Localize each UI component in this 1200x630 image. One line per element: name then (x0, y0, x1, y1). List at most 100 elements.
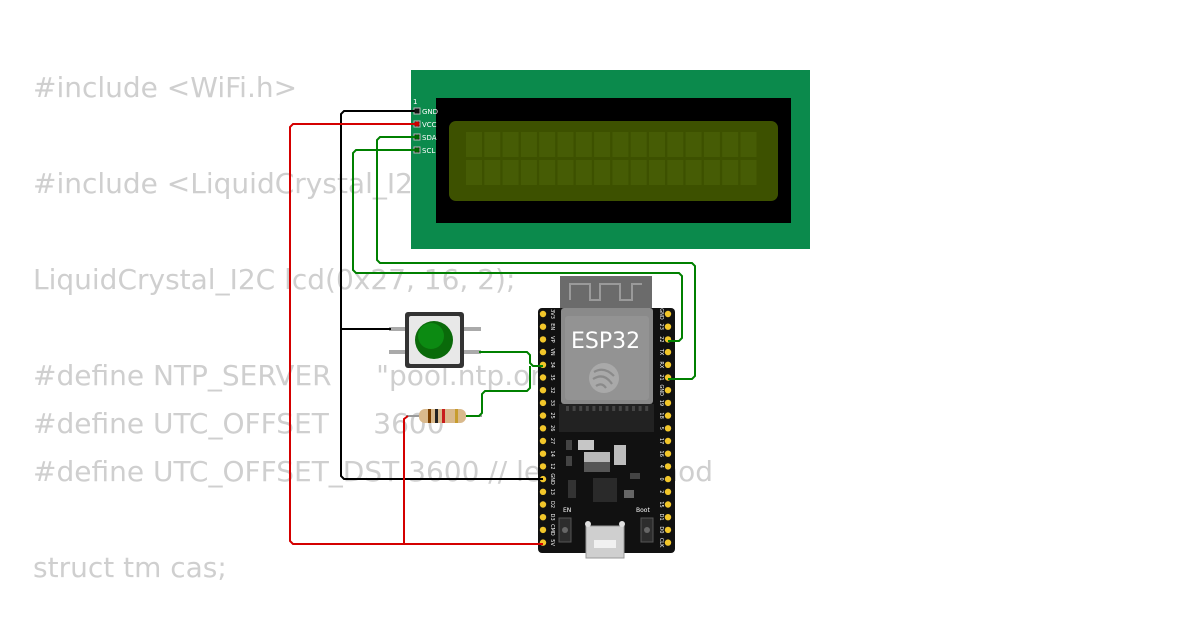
lcd-char-cell (466, 160, 482, 185)
lcd-char-cell (685, 160, 702, 185)
esp32-pin-label: 5V (549, 539, 555, 546)
esp32-pin-label: RX (658, 361, 664, 368)
esp32-pin-label: 13 (549, 489, 555, 495)
resistor-band (435, 409, 438, 423)
esp32-pin-label: 19 (658, 400, 664, 406)
module-pad (579, 406, 583, 411)
esp32-pin-right-17[interactable] (664, 437, 672, 445)
pushbutton[interactable] (389, 312, 481, 368)
boot-button-cap (644, 527, 650, 533)
esp32-pin-right-tx[interactable] (664, 348, 672, 356)
module-pad (632, 406, 635, 411)
esp32-pin-left-cmd[interactable] (539, 526, 547, 534)
esp32-pin-right-d1[interactable] (664, 514, 672, 521)
wire-vcc[interactable] (289, 123, 543, 545)
lcd-char-cell (502, 160, 519, 185)
esp32-pin-label: 22 (658, 336, 664, 342)
esp32-pin-left-35[interactable] (539, 374, 547, 381)
wire-vcc-resistor[interactable] (403, 415, 409, 544)
lcd-char-cell (594, 132, 611, 157)
esp32-pin-label: 15 (658, 501, 664, 507)
esp32-pin-right-4[interactable] (664, 463, 672, 470)
module-castellated-pads (566, 406, 649, 411)
esp32-pin-label: 27 (549, 438, 555, 444)
esp32-pin-label: GND (549, 473, 555, 485)
lcd-pin-number: 1 (413, 98, 417, 106)
lcd-display[interactable]: 1 GND VCC SDA SCL (411, 70, 810, 249)
wire-scl[interactable] (352, 149, 683, 342)
wire-sda[interactable] (376, 136, 696, 380)
esp32-pin-left-26[interactable] (539, 425, 547, 432)
esp32-pin-right-gnd[interactable] (664, 387, 672, 394)
lcd-char-cell (740, 132, 757, 157)
lcd-char-cell (539, 160, 556, 185)
esp32-pin-label: 25 (549, 412, 555, 418)
module-pad (645, 406, 649, 411)
esp32-pin-left-vn[interactable] (539, 348, 547, 356)
esp32-pin-left-34[interactable] (539, 361, 547, 368)
esp32-pin-label: 23 (658, 324, 664, 330)
esp32-pin-right-23[interactable] (664, 323, 672, 330)
lcd-char-cell (539, 132, 556, 157)
esp32-pin-left-d3[interactable] (539, 514, 547, 521)
esp32-pin-label: 17 (658, 438, 664, 444)
esp32-pin-left-12[interactable] (539, 463, 547, 470)
lcd-char-cell (630, 132, 647, 157)
esp32-pin-label: EN (549, 323, 555, 330)
espressif-logo-icon (589, 363, 619, 393)
esp32-pin-label: 0 (658, 478, 664, 481)
lcd-char-cell (612, 160, 629, 185)
esp32-pin-label: 34 (549, 362, 555, 368)
lcd-char-cell (575, 132, 592, 157)
wire-gnd[interactable] (340, 110, 543, 480)
esp32-shield-top (565, 316, 649, 400)
en-button-cap (562, 527, 568, 533)
esp32-pin-right-gnd[interactable] (664, 310, 672, 318)
lcd-char-cell (667, 132, 684, 157)
esp32-pin-left-13[interactable] (539, 488, 547, 495)
module-pad (592, 406, 596, 411)
esp32-pin-left-32[interactable] (539, 387, 547, 394)
module-pad (599, 406, 602, 411)
esp32-pin-label: 3V3 (549, 309, 555, 319)
code-line-1: #include <WiFi.h> (33, 71, 298, 104)
esp32-pin-right-18[interactable] (664, 412, 672, 419)
esp32-pin-left-27[interactable] (539, 437, 547, 445)
lcd-char-cell (722, 132, 739, 157)
esp32-pin-right-2[interactable] (664, 488, 672, 495)
lcd-char-cell (557, 160, 574, 185)
esp32-pin-label: 14 (549, 451, 555, 457)
lcd-char-cell (575, 160, 592, 185)
wire-resistor-signal[interactable] (466, 366, 531, 417)
esp32-pin-right-5[interactable] (664, 425, 672, 432)
esp32-pin-left-33[interactable] (539, 399, 547, 407)
code-line-3: LiquidCrystal_I2C lcd(0x27, 16, 2); (33, 263, 516, 296)
esp32-pin-left-3v3[interactable] (539, 310, 547, 318)
esp32-pin-right-15[interactable] (664, 501, 672, 508)
wire-button-signal[interactable] (479, 351, 543, 367)
module-pad (618, 406, 622, 411)
esp32-pin-left-25[interactable] (539, 412, 547, 419)
smd-component (566, 440, 572, 450)
usb-uart-chip (593, 478, 617, 502)
lcd-char-cell (594, 160, 611, 185)
esp32-pin-right-0[interactable] (664, 475, 672, 483)
esp32-pin-right-d0[interactable] (664, 526, 672, 534)
esp32-pin-left-d2[interactable] (539, 501, 547, 508)
button-leg (463, 327, 481, 331)
esp32-pin-right-19[interactable] (664, 399, 672, 407)
esp32-pin-label: 33 (549, 400, 555, 406)
esp32-pin-label: 2 (658, 490, 664, 493)
esp32-board[interactable]: ESP32 EN Boot 3V3ENVPVN34353233252627141… (538, 276, 675, 559)
esp32-pin-left-en[interactable] (539, 323, 547, 330)
esp32-pin-left-14[interactable] (539, 450, 547, 457)
esp32-pin-left-vp[interactable] (539, 336, 547, 343)
esp32-pin-label: 35 (549, 374, 555, 380)
esp32-pin-label: 26 (549, 425, 555, 431)
esp32-pin-right-16[interactable] (664, 450, 672, 457)
esp32-pin-right-rx[interactable] (664, 361, 672, 368)
esp32-pin-right-clk[interactable] (664, 539, 672, 546)
module-pad (566, 406, 569, 411)
